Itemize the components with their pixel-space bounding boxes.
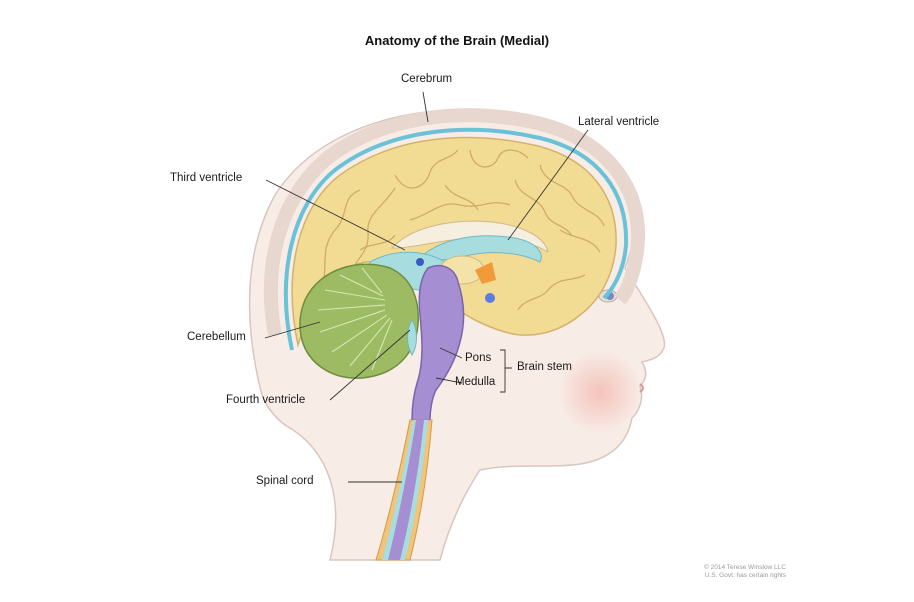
label-spinal-cord: Spinal cord <box>256 475 314 487</box>
lips <box>639 383 644 393</box>
leader-pons <box>439 347 463 359</box>
leader-third-ventricle <box>265 179 406 251</box>
pineal-marker <box>416 258 424 266</box>
leader-lines <box>264 91 589 483</box>
diagram-title: Anatomy of the Brain (Medial) <box>364 33 550 48</box>
leader-cerebrum <box>422 91 429 123</box>
label-cerebrum: Cerebrum <box>401 73 453 85</box>
fourth-ventricle-shape <box>407 319 417 356</box>
label-fourth-ventricle: Fourth ventricle <box>226 394 306 406</box>
pituitary-marker <box>485 293 495 303</box>
cerebellum-shape <box>299 263 420 379</box>
cheek-blush <box>558 350 642 434</box>
brain-stem-bracket <box>500 349 512 393</box>
label-medulla: Medulla <box>455 376 496 388</box>
meninges-layer <box>283 127 629 351</box>
label-lateral-ventricle: Lateral ventricle <box>578 116 660 128</box>
hypothalamus-marker <box>475 262 496 284</box>
skull-layer <box>263 108 646 337</box>
leader-medulla <box>435 377 463 384</box>
leader-fourth-ventricle <box>329 329 411 401</box>
cerebellum-folia <box>317 267 393 371</box>
brain-stem-shape <box>411 264 465 421</box>
spinal-cord-shape <box>388 420 424 560</box>
credit-line-1: © 2014 Terese Winslow LLC <box>704 564 786 571</box>
leader-lateral-ventricle <box>507 129 589 241</box>
copyright-credit: © 2014 Terese Winslow LLC U.S. Govt. has… <box>704 564 786 580</box>
label-pons: Pons <box>465 352 492 364</box>
label-third-ventricle: Third ventricle <box>170 172 243 184</box>
leader-cerebellum <box>264 321 321 339</box>
label-brain-stem: Brain stem <box>517 361 572 373</box>
label-cerebellum: Cerebellum <box>187 331 246 343</box>
credit-line-2: U.S. Govt. has certain rights <box>704 572 786 579</box>
